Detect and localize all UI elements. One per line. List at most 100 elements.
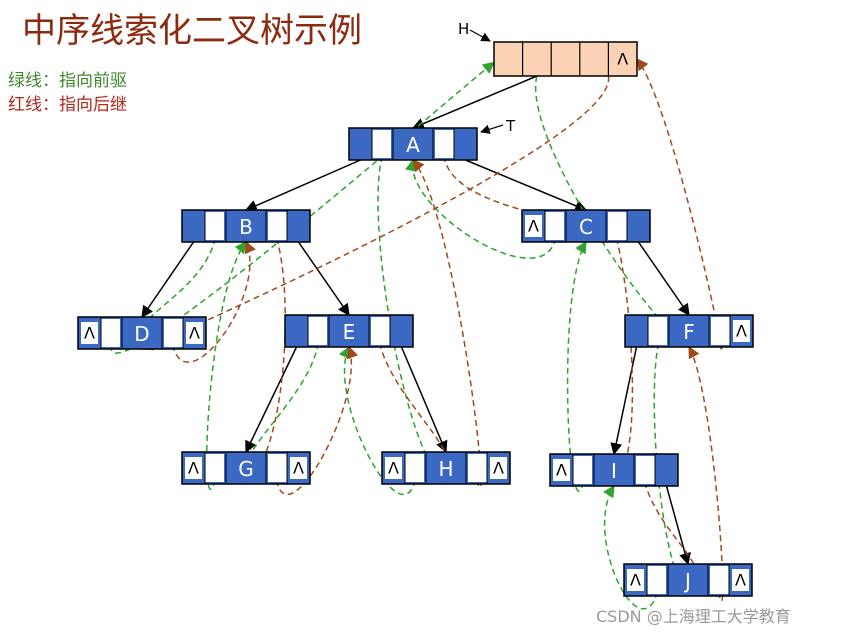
- rtag-cell: [268, 454, 287, 482]
- successor-thread-i-j: [643, 481, 700, 597]
- predecessor-thread-h-e: [339, 345, 417, 496]
- node-box: [624, 314, 754, 348]
- successor-thread-c-i: [613, 237, 634, 487]
- rtag-cell: [636, 456, 655, 484]
- lchild-null-marker: Λ: [528, 217, 539, 236]
- legend-predecessor: 绿线：指向前驱: [8, 71, 127, 91]
- rchild-null-cell: [186, 322, 203, 344]
- lchild-null-marker: Λ: [556, 461, 567, 480]
- predecessor-thread-i-c: [566, 240, 587, 492]
- tree-edge-head-a: [411, 75, 538, 130]
- lchild-null-cell: [627, 569, 644, 591]
- rtag-cell: [164, 319, 183, 347]
- ltag-cell: [573, 456, 592, 484]
- head-null-marker: Λ: [617, 50, 628, 69]
- lchild-null-cell: [185, 457, 202, 479]
- lchild-null-marker: Λ: [84, 324, 95, 343]
- ltag-cell: [647, 566, 666, 594]
- lchild-null-cell: [385, 457, 402, 479]
- ltag-cell: [101, 319, 120, 347]
- node-box: [348, 127, 478, 161]
- ltag-cell: [405, 454, 424, 482]
- tree-edge-c-f: [637, 241, 690, 316]
- ltag-cell: [205, 454, 224, 482]
- watermark: CSDN @上海理工大学教育: [596, 607, 791, 626]
- node-box: [181, 451, 311, 485]
- ltag-cell: [648, 317, 667, 345]
- head-node: Λ: [493, 41, 638, 77]
- rchild-null-marker: Λ: [189, 324, 200, 343]
- node-label: I: [611, 459, 617, 483]
- rtag-cell: [435, 130, 454, 158]
- lchild-null-marker: Λ: [388, 459, 399, 478]
- successor-thread-j-f: [688, 345, 724, 602]
- node-label: G: [238, 457, 254, 481]
- node-label: C: [579, 215, 593, 239]
- predecessor-thread-c-a: [405, 158, 557, 259]
- successor-thread-f-head: [636, 58, 723, 352]
- rtag-cell: [710, 566, 729, 594]
- rchild-null-marker: Λ: [735, 571, 746, 590]
- node-e: E: [284, 314, 414, 348]
- ltag-cell: [308, 317, 327, 345]
- tree-edges: [141, 75, 691, 566]
- tree-edge-e-g: [245, 346, 298, 454]
- node-box: [381, 451, 511, 485]
- rchild-null-cell: [290, 457, 307, 479]
- node-label: E: [343, 320, 356, 344]
- node-box: [623, 563, 753, 597]
- lchild-null-cell: [525, 215, 542, 237]
- root-pointer-arrow: [480, 124, 504, 134]
- node-box: [77, 316, 207, 350]
- tree-edge-f-i: [610, 346, 638, 456]
- legend-successor: 红线：指向后继: [8, 95, 127, 115]
- predecessor-thread-d-head: [110, 61, 495, 354]
- rchild-null-cell: [733, 320, 750, 342]
- rchild-null-cell: [490, 457, 507, 479]
- successor-thread-b-g: [245, 237, 286, 485]
- rchild-null-marker: Λ: [293, 459, 304, 478]
- node-label: J: [683, 569, 691, 593]
- successor-thread-g-e: [275, 345, 359, 496]
- lchild-null-cell: [81, 322, 98, 344]
- tree-edge-e-h: [400, 346, 448, 454]
- successor-thread-e-h: [378, 342, 458, 485]
- node-label: F: [683, 320, 695, 344]
- node-label: A: [406, 133, 420, 157]
- lchild-null-cell: [553, 459, 570, 481]
- rtag-cell: [268, 212, 287, 240]
- rchild-null-marker: Λ: [493, 459, 504, 478]
- rchild-null-marker: Λ: [736, 322, 747, 341]
- head-pointer-label: H: [458, 20, 469, 38]
- tree-edge-a-c: [465, 159, 588, 212]
- predecessor-thread-j-i: [603, 484, 659, 610]
- rtag-cell: [711, 317, 730, 345]
- predecessor-thread-b-d: [130, 237, 217, 350]
- node-label: H: [438, 457, 453, 481]
- ltag-cell: [545, 212, 564, 240]
- tree-edge-a-b: [244, 159, 361, 212]
- node-label: D: [134, 322, 149, 346]
- head-pointer-arrow: [469, 29, 491, 42]
- node-box: [521, 209, 651, 243]
- node-box: [181, 209, 311, 243]
- lchild-null-marker: Λ: [188, 459, 199, 478]
- predecessor-thread-g-b: [206, 241, 247, 491]
- root-pointer-label: T: [505, 117, 516, 135]
- node-label: B: [239, 215, 253, 239]
- rtag-cell: [468, 454, 487, 482]
- node-box: [549, 453, 679, 487]
- successor-thread-h-a: [412, 159, 482, 488]
- rchild-null-cell: [732, 569, 749, 591]
- thread-links: [110, 58, 724, 610]
- tree-edge-i-j: [665, 485, 691, 566]
- diagram-title: 中序线索化二叉树示例: [22, 11, 362, 51]
- node-c: CΛ: [521, 209, 651, 243]
- head-node-box: [493, 41, 638, 77]
- tree-edge-b-e: [297, 241, 350, 316]
